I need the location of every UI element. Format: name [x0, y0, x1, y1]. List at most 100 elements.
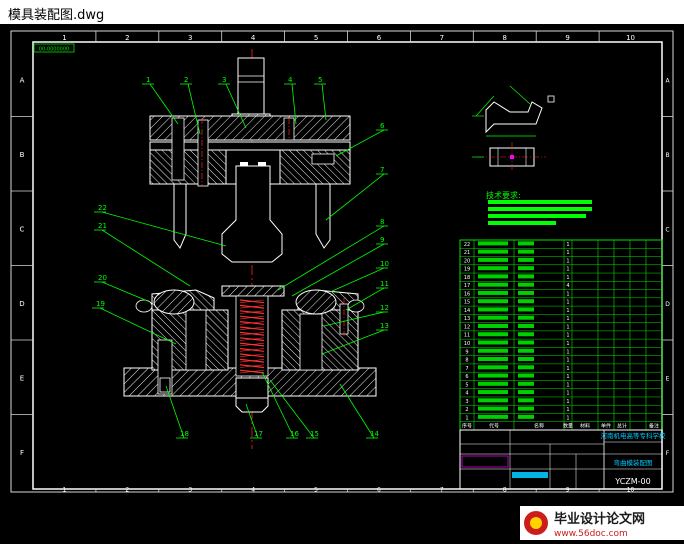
part-balloon-3: 3 — [222, 76, 226, 84]
part-balloon-14: 14 — [370, 430, 379, 438]
bending-punch — [221, 165, 283, 263]
leader-line — [325, 173, 385, 221]
bom-row-no: 10 — [464, 341, 470, 347]
spring-coil — [239, 315, 265, 320]
frame-col-label-top: 6 — [377, 34, 382, 42]
frame-row-label-right: A — [665, 77, 670, 84]
frame-row-label-right: C — [665, 226, 669, 233]
bom-row-no: 17 — [464, 283, 470, 289]
bom-row-qty: 1 — [566, 250, 569, 256]
leader-line — [101, 211, 227, 247]
bom-row-qty: 1 — [566, 300, 569, 306]
guide-pin — [197, 119, 209, 187]
part-balloon-21: 21 — [98, 222, 107, 230]
drawing-code: YCZM-00 — [614, 477, 650, 486]
part-balloon-1: 1 — [146, 76, 150, 84]
bom-row-material — [518, 307, 534, 312]
title-block: 河南机电高等专科学校 弯曲模装配图 YCZM-00 — [459, 429, 667, 490]
leader-line — [225, 83, 247, 129]
bom-header-cell: 代号 — [489, 423, 499, 430]
frame-row-label-left: E — [20, 374, 24, 382]
part-balloon-22: 22 — [98, 204, 107, 212]
frame-col-label-bottom: 6 — [377, 487, 381, 494]
bom-row-name — [478, 390, 508, 395]
bom-row-qty: 1 — [566, 242, 569, 248]
school-name: 河南机电高等专科学校 — [601, 431, 667, 440]
frame-col-label-bottom: 3 — [188, 487, 192, 494]
frame-col-label-bottom: 8 — [503, 487, 507, 494]
spring-coil — [239, 342, 265, 347]
frame-col-label-bottom: 2 — [125, 487, 129, 494]
frame-row-label-right: F — [666, 450, 670, 457]
bom-header-cell: 序号 — [462, 423, 472, 430]
bom-row-name — [478, 373, 508, 378]
bom-row-no: 7 — [465, 366, 468, 372]
leader-line — [187, 83, 201, 135]
part-balloon-2: 2 — [184, 76, 188, 84]
bom-row-qty: 1 — [566, 415, 569, 421]
frame-col-label-top: 10 — [626, 34, 635, 42]
bom-row-name — [478, 249, 508, 254]
bom-row-no: 12 — [464, 324, 470, 330]
bom-row-qty: 1 — [566, 391, 569, 397]
bom-row-qty: 1 — [566, 358, 569, 364]
spring-coil — [239, 326, 265, 330]
bom-row-no: 11 — [464, 333, 470, 339]
leader-line — [261, 371, 295, 439]
frame-col-label-bottom: 4 — [251, 487, 255, 494]
leader-line — [321, 329, 385, 355]
bom-row-material — [518, 290, 534, 295]
bom-row-no: 9 — [465, 349, 468, 355]
frame-col-label-top: 8 — [503, 34, 507, 42]
frame-col-label-top: 3 — [188, 34, 192, 42]
bom-row-name — [478, 381, 508, 386]
frame-col-label-bottom: 9 — [566, 487, 570, 494]
drawing-number-box — [33, 43, 75, 53]
part-balloon-12: 12 — [380, 304, 389, 312]
bom-row-qty: 1 — [566, 349, 569, 355]
leader-line — [165, 385, 185, 439]
spring-coil — [239, 348, 265, 352]
part-balloon-16: 16 — [290, 430, 299, 438]
frame-row-label-right: E — [666, 375, 670, 382]
spring-coil — [239, 337, 265, 341]
bom-row-no: 6 — [465, 374, 468, 380]
part-balloon-9: 9 — [380, 236, 384, 244]
bom-row-no: 1 — [465, 415, 468, 421]
bom-row-no: 19 — [464, 267, 470, 273]
leader-line — [345, 287, 385, 311]
bom-row-qty: 1 — [566, 333, 569, 339]
part-balloon-4: 4 — [288, 76, 293, 84]
part-balloon-13: 13 — [380, 322, 389, 330]
bom-row-qty: 1 — [566, 291, 569, 297]
bom-row-name — [478, 323, 508, 328]
part-balloon-20: 20 — [98, 274, 107, 282]
frame-row-label-left: C — [20, 225, 25, 233]
bom-row-material — [518, 398, 534, 403]
frame-col-label-bottom: 7 — [440, 487, 444, 494]
leader-line — [245, 403, 259, 439]
part-balloon-18: 18 — [180, 430, 189, 438]
upper-screw — [171, 117, 185, 181]
bom-row-qty: 1 — [566, 407, 569, 413]
bom-header-cell: 名称 — [534, 423, 544, 430]
frame-row-label-right: B — [665, 152, 669, 159]
frame-row-label-left: F — [20, 449, 24, 457]
bom-row-name — [478, 414, 508, 419]
bom-row-qty: 1 — [566, 366, 569, 372]
frame-col-label-top: 7 — [440, 34, 444, 42]
window-titlebar: 模具装配图.dwg — [0, 0, 684, 25]
leader-line — [323, 311, 385, 327]
leader-line — [101, 229, 191, 287]
frame-col-label-bottom: 10 — [627, 487, 635, 494]
part-detail-views — [472, 85, 555, 172]
frame-col-label-top: 5 — [314, 34, 318, 42]
bom-row-material — [518, 365, 534, 370]
part-balloon-19: 19 — [96, 300, 105, 308]
bom-row-material — [518, 390, 534, 395]
bom-row-name — [478, 365, 508, 370]
ejector-rod — [235, 397, 269, 413]
